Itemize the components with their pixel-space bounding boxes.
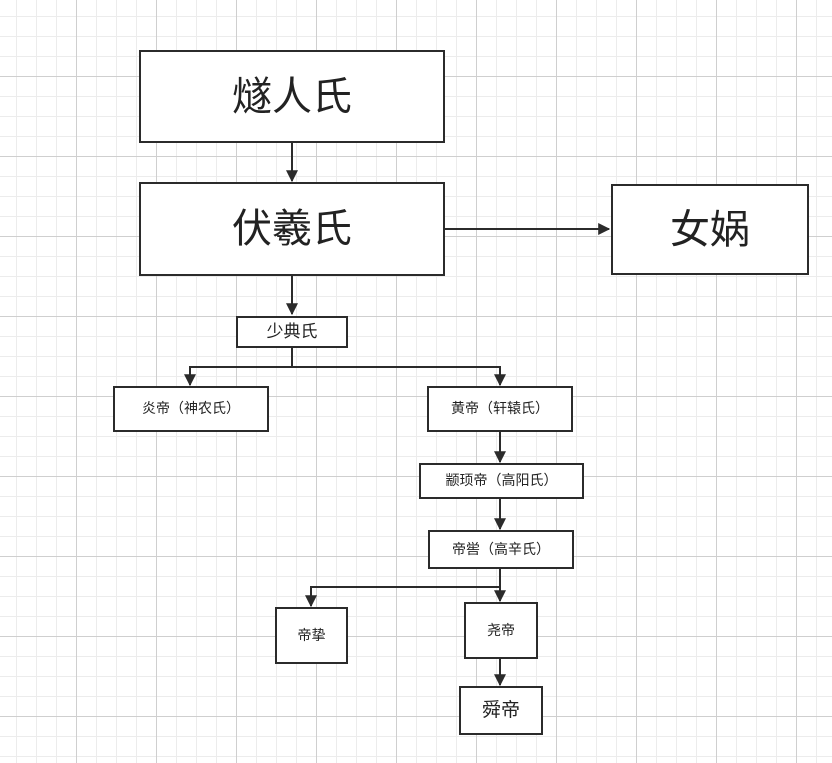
node-suirenshi-label: 燧人氏 (232, 73, 352, 120)
edge-shaodian-yandi (184, 347, 293, 387)
node-yaodi[interactable]: 尧帝 (464, 602, 538, 659)
node-suirenshi[interactable]: 燧人氏 (139, 50, 445, 143)
node-shundi-label: 舜帝 (481, 699, 520, 721)
node-nvwa[interactable]: 女娲 (611, 184, 809, 275)
node-dizhi-label: 帝挚 (297, 627, 326, 644)
node-diku[interactable]: 帝喾（高辛氏） (428, 530, 574, 569)
node-dizhi[interactable]: 帝挚 (275, 607, 348, 664)
node-fuxishi[interactable]: 伏羲氏 (139, 182, 445, 276)
node-yaodi-label: 尧帝 (487, 622, 515, 639)
node-zhuanxu[interactable]: 颛顼帝（高阳氏） (419, 463, 584, 499)
node-yandi[interactable]: 炎帝（神农氏） (113, 386, 269, 432)
node-shaodianshi[interactable]: 少典氏 (236, 316, 348, 348)
edge-shaodian-huangdi (292, 366, 506, 387)
node-diku-label: 帝喾（高辛氏） (452, 541, 550, 558)
node-zhuanxu-label: 颛顼帝（高阳氏） (445, 473, 558, 489)
node-huangdi-label: 黄帝（轩辕氏） (451, 401, 549, 417)
node-nvwa-label: 女娲 (670, 206, 750, 253)
node-shaodianshi-label: 少典氏 (266, 321, 318, 342)
node-yandi-label: 炎帝（神农氏） (142, 401, 240, 417)
edge-diku-dizhi (305, 568, 501, 608)
node-shundi[interactable]: 舜帝 (459, 686, 543, 735)
node-huangdi[interactable]: 黄帝（轩辕氏） (427, 386, 573, 432)
node-fuxishi-label: 伏羲氏 (232, 206, 352, 252)
